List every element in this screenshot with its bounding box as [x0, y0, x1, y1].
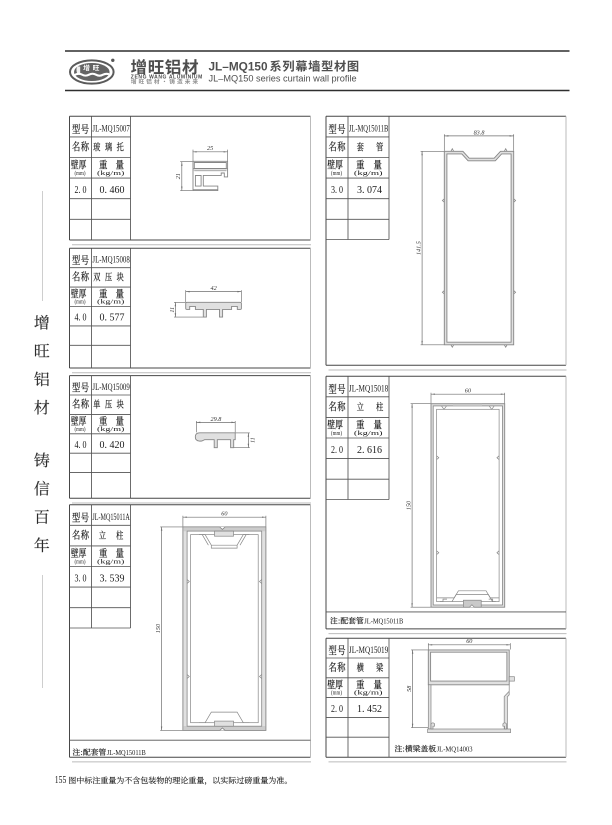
- svg-text:(mm): (mm): [75, 559, 86, 566]
- svg-text:4. 0: 4. 0: [75, 439, 87, 451]
- svg-text:(kg/m): (kg/m): [354, 170, 383, 177]
- svg-text:ZENG WANG ALUMINIUM: ZENG WANG ALUMINIUM: [131, 74, 203, 80]
- svg-text:21: 21: [175, 173, 182, 179]
- svg-text:3. 074: 3. 074: [357, 184, 383, 196]
- svg-text:JL–MQ150: JL–MQ150: [209, 59, 268, 73]
- svg-text:150: 150: [155, 623, 162, 633]
- svg-text:(mm): (mm): [75, 170, 86, 177]
- svg-text:141.5: 141.5: [416, 241, 423, 255]
- svg-text:2. 0: 2. 0: [331, 703, 343, 715]
- svg-text:2. 0: 2. 0: [331, 444, 343, 456]
- svg-text:JL-MQ15019: JL-MQ15019: [349, 645, 389, 655]
- svg-text:(mm): (mm): [331, 430, 342, 437]
- svg-text:3. 539: 3. 539: [100, 572, 125, 584]
- svg-text:JL-MQ15009: JL-MQ15009: [92, 382, 130, 392]
- svg-text:29.8: 29.8: [210, 416, 222, 423]
- svg-text:(mm): (mm): [331, 170, 342, 177]
- svg-text:42: 42: [211, 285, 217, 292]
- svg-text:(mm): (mm): [331, 690, 342, 697]
- svg-text:60: 60: [221, 511, 228, 518]
- svg-text:1. 452: 1. 452: [357, 703, 382, 715]
- svg-text:4. 0: 4. 0: [75, 312, 87, 324]
- svg-text:JL-MQ15011B: JL-MQ15011B: [107, 748, 146, 757]
- svg-text:(mm): (mm): [75, 426, 86, 433]
- svg-text:2. 0: 2. 0: [75, 184, 87, 196]
- svg-text:60: 60: [466, 638, 473, 645]
- svg-text:155: 155: [55, 775, 67, 786]
- svg-text:11: 11: [169, 307, 176, 313]
- svg-text:11: 11: [249, 437, 256, 443]
- svg-text:JL-MQ15018: JL-MQ15018: [349, 384, 389, 394]
- svg-text:JL-MQ15011B: JL-MQ15011B: [364, 617, 403, 626]
- svg-text:(kg/m): (kg/m): [354, 690, 383, 697]
- svg-text:0. 420: 0. 420: [100, 439, 125, 451]
- svg-text:(kg/m): (kg/m): [97, 299, 124, 306]
- svg-text:(kg/m): (kg/m): [354, 430, 383, 437]
- svg-text:(mm): (mm): [75, 299, 86, 306]
- svg-text:(kg/m): (kg/m): [97, 559, 124, 566]
- svg-text:58: 58: [406, 685, 413, 692]
- svg-text:83.8: 83.8: [474, 129, 486, 136]
- svg-text:60: 60: [465, 388, 472, 395]
- svg-text:JL-MQ15007: JL-MQ15007: [92, 124, 130, 134]
- svg-text:(kg/m): (kg/m): [97, 170, 124, 177]
- svg-text:JL-MQ15011A: JL-MQ15011A: [92, 512, 130, 522]
- svg-text:0. 460: 0. 460: [100, 184, 125, 196]
- svg-text:JL-MQ14003: JL-MQ14003: [437, 745, 473, 754]
- svg-text:JL-MQ15008: JL-MQ15008: [92, 255, 130, 265]
- svg-text:25: 25: [207, 145, 213, 152]
- svg-text:0. 577: 0. 577: [100, 312, 126, 324]
- svg-text:150: 150: [406, 500, 413, 510]
- svg-text:(kg/m): (kg/m): [97, 426, 124, 433]
- svg-text:2. 616: 2. 616: [357, 444, 383, 456]
- svg-text:JL–MQ150 series curtain wall p: JL–MQ150 series curtain wall profile: [209, 73, 357, 83]
- svg-text:JL-MQ15011B: JL-MQ15011B: [349, 124, 388, 134]
- svg-text:3. 0: 3. 0: [331, 184, 343, 196]
- svg-text:3. 0: 3. 0: [75, 572, 87, 584]
